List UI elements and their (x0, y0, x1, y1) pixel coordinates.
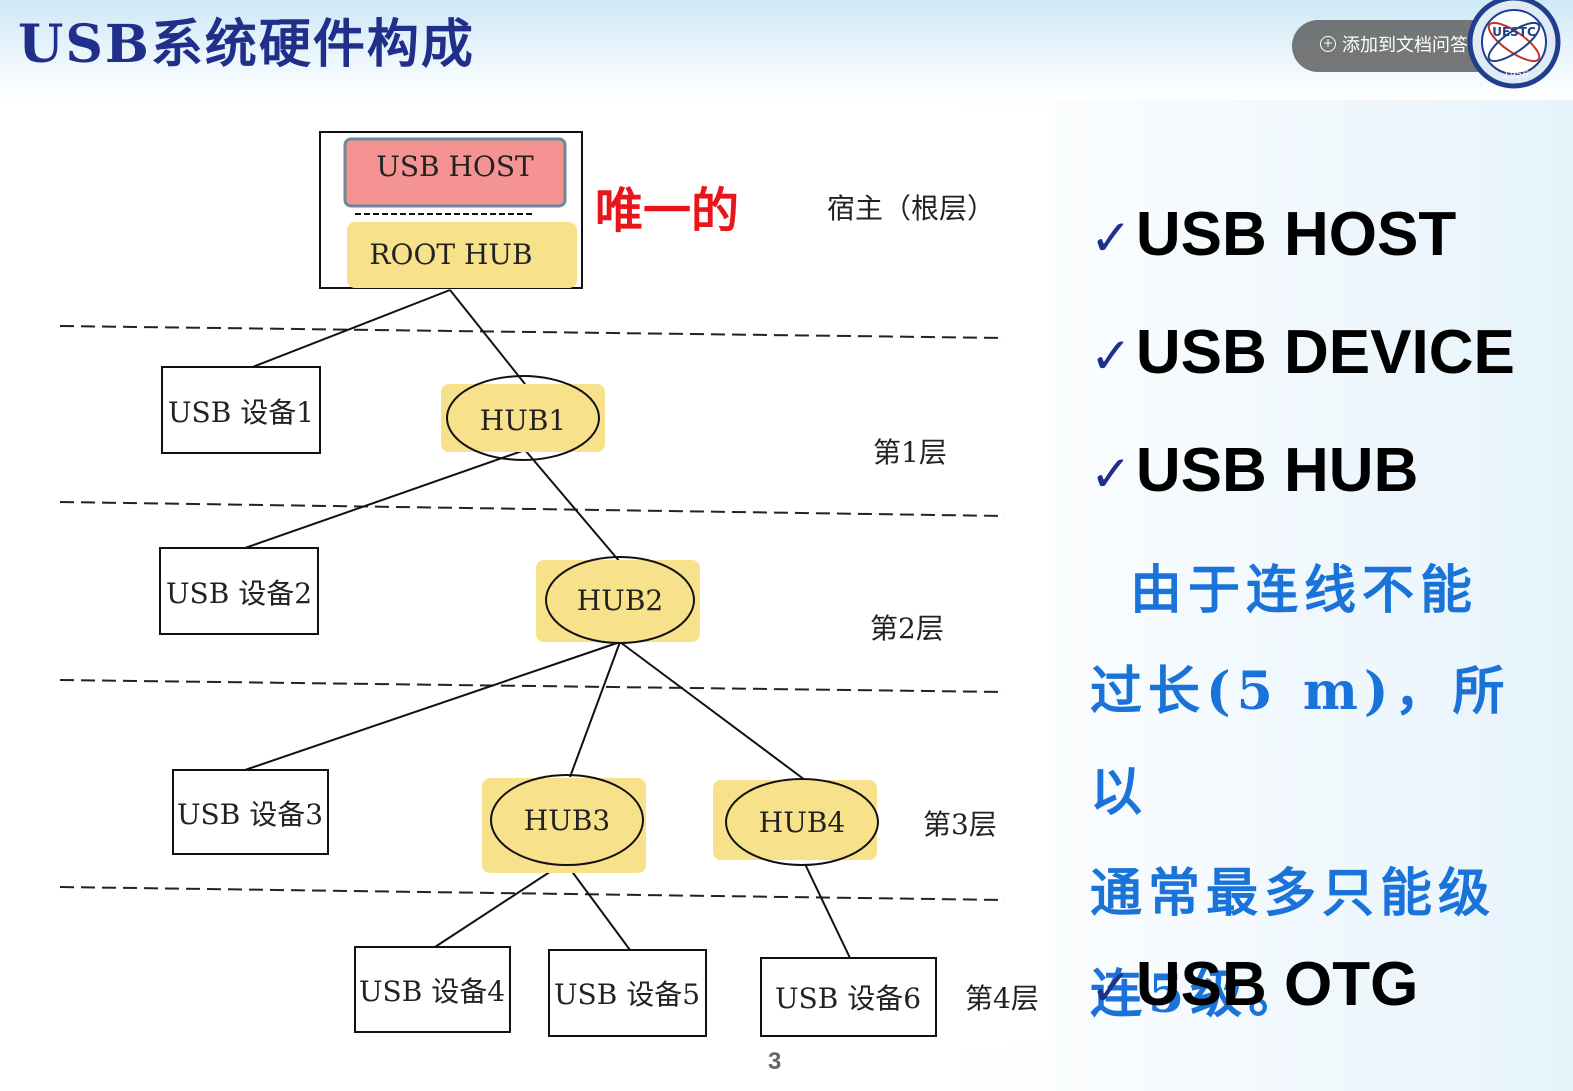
checkmark-icon: ✓ (1090, 327, 1132, 385)
layer-label-1: 第1层 (873, 436, 947, 469)
usb-host-box (343, 137, 567, 208)
layer-label-root: 宿主（根层） (827, 192, 995, 225)
usb-topology-diagram: USB HOST ROOT HUB 唯一的 宿主（根层） 第1层 第2层 第3层… (5, 112, 1055, 1047)
cable-length-note: 由于连线不能 过长(5 m)，所以 通常最多只能级 连5级。 (1090, 540, 1560, 1045)
slide-header: USB系统硬件构成 + 添加到文档问答 UESTC 1956 (0, 0, 1573, 100)
hub3-ellipse (490, 774, 644, 866)
unique-annotation: 唯一的 (595, 183, 739, 239)
layer-divider (59, 501, 1006, 517)
device2-label: USB 设备2 (166, 577, 312, 610)
logo-year: 1956 (1503, 70, 1529, 81)
hub4-node: HUB4 (713, 778, 879, 866)
note-line: 由于连线不能 (1130, 560, 1479, 621)
link-hub4-device6 (804, 863, 851, 959)
topology-svg: USB HOST ROOT HUB 唯一的 宿主（根层） 第1层 第2层 第3层… (59, 131, 1039, 1037)
bullet-usb-device: ✓USB DEVICE (1090, 313, 1560, 431)
plus-circle-icon: + (1320, 36, 1336, 52)
link-hub3-device4 (434, 861, 566, 948)
checkmark-icon: ✓ (1090, 209, 1132, 267)
page-number: 3 (768, 1048, 782, 1075)
add-to-doc-qa-button[interactable]: + 添加到文档问答 (1292, 20, 1502, 72)
device4-box (354, 946, 511, 1033)
checkmark-icon: ✓ (1090, 959, 1132, 1017)
usb-host-label: USB HOST (376, 150, 534, 183)
hub2-node: HUB2 (536, 556, 700, 644)
device3-box (172, 769, 329, 855)
layer-divider (59, 679, 1006, 693)
device5-box (548, 949, 707, 1037)
bullet-label: USB HUB (1135, 436, 1419, 505)
note-line: 通常最多只能级 (1090, 863, 1497, 924)
hub3-node: HUB3 (482, 774, 646, 873)
layer-divider (59, 886, 1006, 901)
layer-label-2: 第2层 (870, 612, 944, 645)
hub4-highlight (713, 780, 877, 860)
layer-divider (59, 325, 1006, 339)
hub4-label: HUB4 (759, 806, 845, 839)
slide-title: USB系统硬件构成 (18, 14, 475, 75)
device6-label: USB 设备6 (775, 982, 921, 1015)
root-hub-highlight (347, 222, 577, 288)
bullet-label: USB OTG (1135, 950, 1419, 1019)
hub3-highlight (482, 778, 646, 873)
hub3-label: HUB3 (524, 804, 610, 837)
link-hub1-hub2 (524, 449, 621, 563)
link-hub2-device3 (244, 641, 621, 771)
device1-label: USB 设备1 (168, 396, 314, 429)
hub2-label: HUB2 (577, 584, 663, 617)
layer-label-4: 第4层 (965, 982, 1039, 1015)
device4-label: USB 设备4 (359, 975, 505, 1008)
device6-box (760, 957, 937, 1037)
bullet-usb-otg: ✓USB OTG (1090, 945, 1418, 1063)
link-hub1-device2 (244, 449, 526, 549)
root-hub-label: ROOT HUB (369, 238, 532, 271)
bullet-usb-hub: ✓USB HUB (1090, 431, 1560, 549)
bullet-usb-host: ✓USB HOST (1090, 195, 1560, 313)
bullet-label: USB HOST (1135, 200, 1457, 269)
link-hub2-hub3 (569, 641, 621, 778)
device1-box (161, 366, 321, 454)
link-hub2-hub4 (619, 641, 806, 781)
layer-label-3: 第3层 (923, 808, 997, 841)
logo-text: UESTC (1492, 25, 1536, 39)
hub1-node: HUB1 (441, 375, 605, 461)
note-line: 过长(5 m)，所以 (1090, 661, 1511, 823)
hub1-ellipse (446, 375, 600, 461)
link-hub3-device5 (564, 861, 631, 951)
device3-label: USB 设备3 (177, 798, 323, 831)
hub2-highlight (536, 560, 700, 642)
hub4-ellipse (725, 778, 879, 866)
bullet-label: USB DEVICE (1135, 318, 1515, 387)
device-boxes (159, 366, 937, 1037)
device5-label: USB 设备5 (554, 978, 700, 1011)
note-line: 连5级。 (1090, 964, 1307, 1025)
checkmark-icon: ✓ (1090, 445, 1132, 503)
device2-box (159, 547, 319, 635)
link-roothub-hub1 (449, 289, 526, 385)
layer-dividers (59, 325, 1006, 901)
hub1-highlight (441, 384, 605, 452)
add-to-doc-qa-label: 添加到文档问答 (1342, 35, 1468, 56)
link-roothub-device1 (244, 289, 451, 371)
connection-lines (244, 289, 851, 959)
bullet-list: ✓USB HOST ✓USB DEVICE ✓USB HUB (1090, 195, 1560, 549)
university-logo: UESTC 1956 (1467, 0, 1561, 89)
hub1-label: HUB1 (480, 404, 566, 437)
hub2-ellipse (545, 556, 695, 644)
